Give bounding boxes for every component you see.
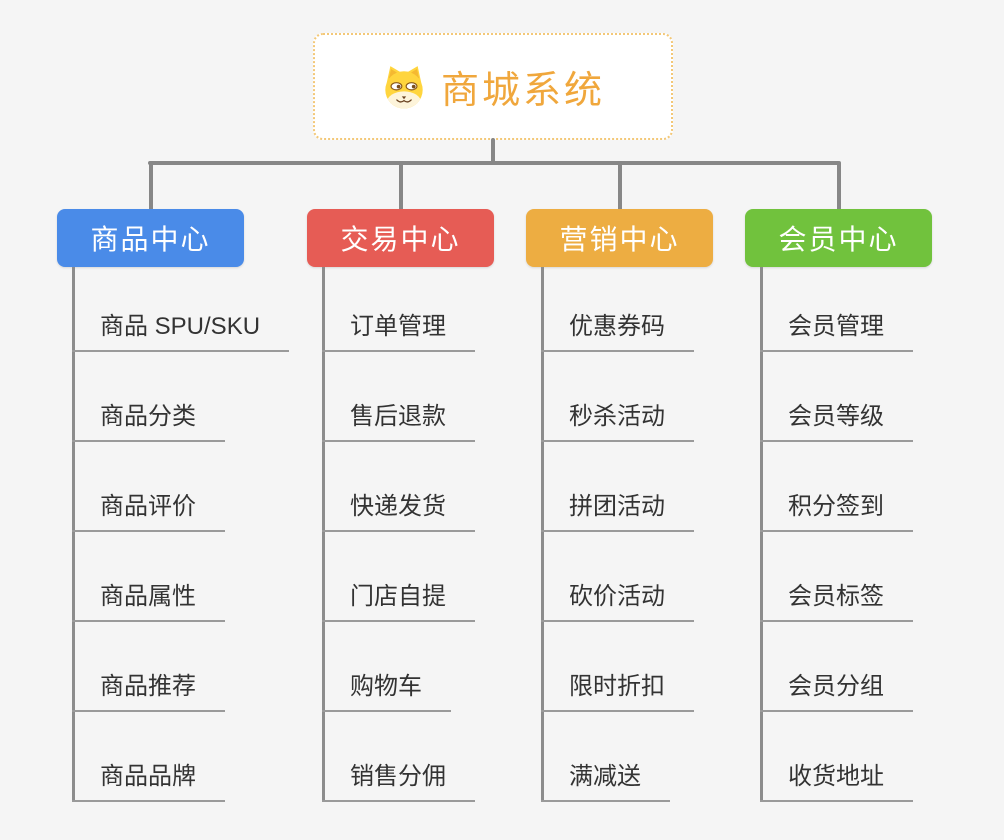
sub-item-label: 拼团活动	[541, 486, 694, 532]
connector-rail	[148, 161, 840, 165]
sub-item[interactable]: 秒杀活动	[526, 352, 781, 442]
branch-node[interactable]: 营销中心	[526, 209, 713, 267]
sub-item-label: 秒杀活动	[541, 396, 694, 442]
sub-item[interactable]: 商品品牌	[57, 712, 312, 802]
sub-item[interactable]: 优惠券码	[526, 267, 781, 352]
sub-item-label: 售后退款	[322, 396, 475, 442]
branch-spine-line	[760, 267, 763, 802]
branch-items: 优惠券码 秒杀活动 拼团活动 砍价活动 限时折扣 满减送	[526, 267, 781, 802]
sub-item-label: 限时折扣	[541, 666, 694, 712]
connector-branch-drop	[148, 161, 153, 211]
sub-item[interactable]: 拼团活动	[526, 442, 781, 532]
branch-items: 订单管理 售后退款 快递发货 门店自提 购物车 销售分佣	[307, 267, 562, 802]
branch-items: 会员管理 会员等级 积分签到 会员标签 会员分组 收货地址	[745, 267, 1000, 802]
sub-item[interactable]: 门店自提	[307, 532, 562, 622]
sub-item-label: 积分签到	[760, 486, 913, 532]
branch-label: 商品中心	[90, 224, 211, 255]
branch-label: 营销中心	[559, 224, 680, 255]
sub-item[interactable]: 订单管理	[307, 267, 562, 352]
branch-node[interactable]: 商品中心	[57, 209, 244, 267]
dog-face-icon	[385, 65, 423, 109]
sub-item[interactable]: 砍价活动	[526, 532, 781, 622]
sub-item-label: 会员分组	[760, 666, 913, 712]
sub-item-label: 商品 SPU/SKU	[72, 306, 290, 352]
sub-item[interactable]: 商品评价	[57, 442, 312, 532]
sub-item[interactable]: 购物车	[307, 622, 562, 712]
branch-label: 交易中心	[340, 224, 461, 255]
sub-item-label: 购物车	[322, 666, 451, 712]
branch-node[interactable]: 交易中心	[307, 209, 494, 267]
sub-item-label: 商品分类	[72, 396, 225, 442]
sub-item-label: 快递发货	[322, 486, 475, 532]
sub-item-label: 商品属性	[72, 576, 225, 622]
sub-item-label: 门店自提	[322, 576, 475, 622]
sub-item[interactable]: 满减送	[526, 712, 781, 802]
sub-item[interactable]: 会员管理	[745, 267, 1000, 352]
sub-item-label: 订单管理	[322, 306, 475, 352]
sub-item[interactable]: 会员分组	[745, 622, 1000, 712]
sub-item[interactable]: 商品属性	[57, 532, 312, 622]
sub-item-label: 会员管理	[760, 306, 913, 352]
sub-item-label: 会员标签	[760, 576, 913, 622]
branch-spine-line	[72, 267, 75, 802]
sub-item[interactable]: 收货地址	[745, 712, 1000, 802]
sub-item[interactable]: 商品推荐	[57, 622, 312, 712]
sub-item-label: 商品品牌	[72, 756, 225, 802]
connector-branch-drop	[398, 161, 403, 211]
branch-node[interactable]: 会员中心	[745, 209, 932, 267]
sub-item-label: 砍价活动	[541, 576, 694, 622]
connector-root-stub	[491, 138, 495, 163]
root-node[interactable]: 商城系统	[313, 33, 673, 140]
connector-branch-drop	[836, 161, 841, 211]
sub-item[interactable]: 商品分类	[57, 352, 312, 442]
root-title: 商城系统	[440, 70, 605, 112]
sub-item-label: 满减送	[541, 756, 670, 802]
sub-item-label: 优惠券码	[541, 306, 694, 352]
branch-label: 会员中心	[778, 224, 899, 255]
branch-spine-line	[541, 267, 544, 802]
sub-item-label: 会员等级	[760, 396, 913, 442]
sub-item-label: 商品评价	[72, 486, 225, 532]
sub-item-label: 收货地址	[760, 756, 913, 802]
branch-spine-line	[322, 267, 325, 802]
sub-item[interactable]: 限时折扣	[526, 622, 781, 712]
sub-item[interactable]: 会员标签	[745, 532, 1000, 622]
sub-item[interactable]: 售后退款	[307, 352, 562, 442]
sub-item[interactable]: 积分签到	[745, 442, 1000, 532]
sub-item[interactable]: 会员等级	[745, 352, 1000, 442]
sub-item[interactable]: 商品 SPU/SKU	[57, 267, 312, 352]
branch-items: 商品 SPU/SKU 商品分类 商品评价 商品属性 商品推荐 商品品牌	[57, 267, 312, 802]
sub-item-label: 销售分佣	[322, 756, 475, 802]
sub-item-label: 商品推荐	[72, 666, 225, 712]
sub-item[interactable]: 快递发货	[307, 442, 562, 532]
sub-item[interactable]: 销售分佣	[307, 712, 562, 802]
connector-branch-drop	[617, 161, 622, 211]
